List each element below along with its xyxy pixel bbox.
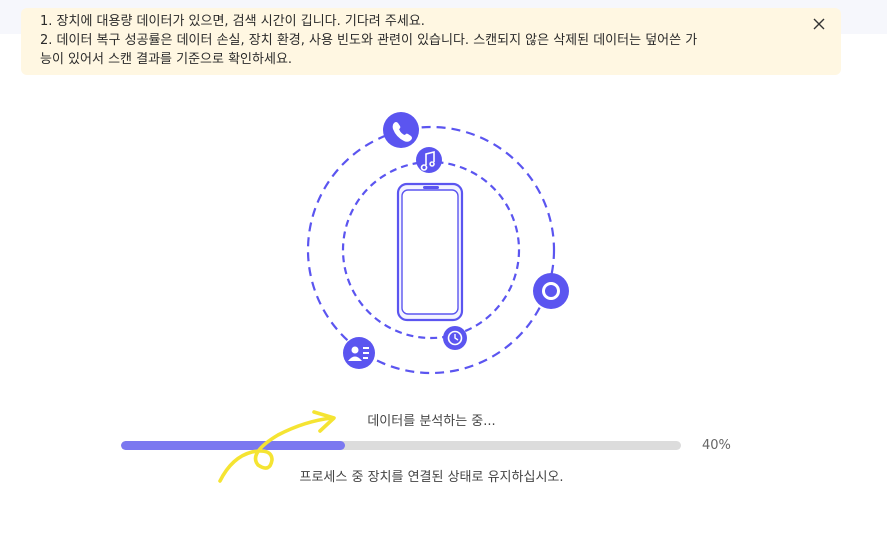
scan-illustration: [306, 112, 569, 375]
contacts-icon: [343, 337, 375, 369]
progress-bar: [121, 441, 681, 450]
notice-banner: 1. 장치에 대용량 데이터가 있으면, 검색 시간이 깁니다. 기다려 주세요…: [21, 8, 841, 75]
phone-call-icon: [383, 112, 419, 148]
chat-bubble-icon: [533, 273, 569, 309]
scan-status-text: 데이터를 분석하는 중...: [367, 414, 496, 429]
notice-line-2: 2. 데이터 복구 성공률은 데이터 손실, 장치 환경, 사용 빈도와 관련이…: [40, 33, 698, 48]
phone-device: [396, 182, 464, 322]
close-icon[interactable]: [809, 14, 829, 34]
progress-percent: 40%: [702, 438, 731, 453]
progress-bar-fill: [121, 441, 345, 450]
music-note-icon: [416, 147, 442, 173]
notice-line-1: 1. 장치에 대용량 데이터가 있으면, 검색 시간이 깁니다. 기다려 주세요…: [40, 14, 425, 29]
clock-icon: [443, 326, 467, 350]
connection-hint: 프로세스 중 장치를 연결된 상태로 유지하십시오.: [299, 470, 564, 485]
notice-line-3: 능이 있어서 스캔 결과를 기준으로 확인하세요.: [40, 52, 293, 67]
